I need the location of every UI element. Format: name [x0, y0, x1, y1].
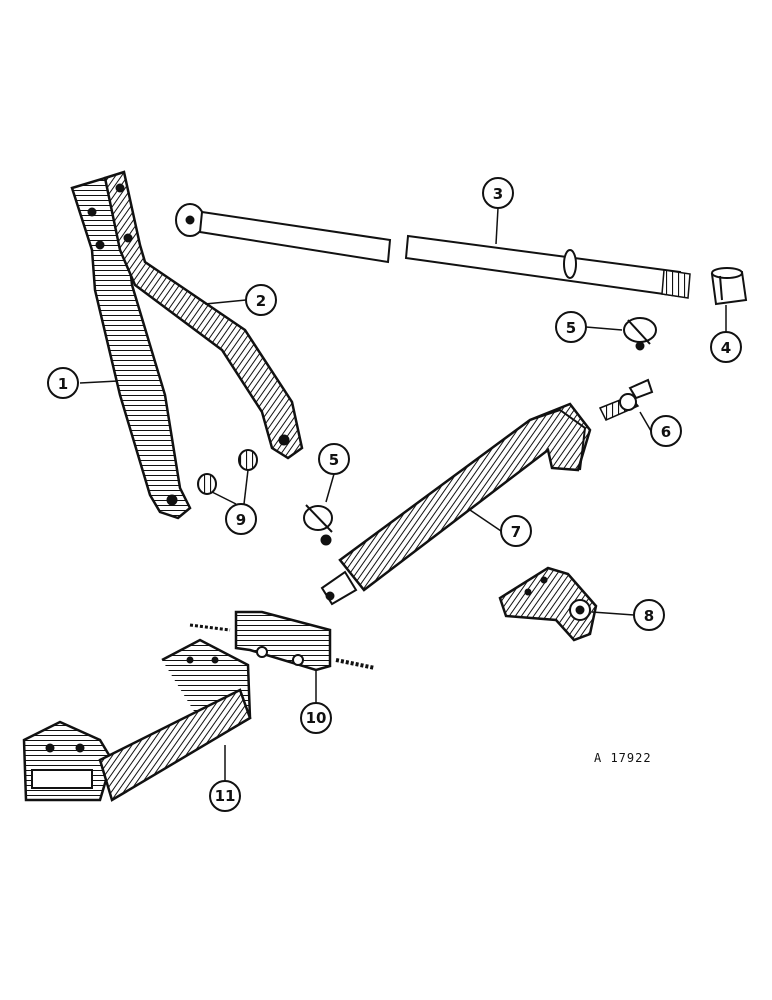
callout-circle — [710, 331, 742, 363]
drawbar — [320, 402, 592, 606]
callout-11: 11 — [215, 787, 236, 805]
callout-3: 3 — [493, 185, 503, 203]
top-link-rod — [175, 203, 691, 299]
sleeve — [710, 267, 748, 306]
callout-4: 4 — [721, 339, 731, 357]
linch-pin-lower — [303, 504, 333, 546]
callout-7: 7 — [511, 523, 521, 541]
callouts: 1 2 3 4 5 5 6 7 8 9 — [47, 177, 742, 812]
callout-8: 8 — [644, 607, 654, 625]
callout-2: 2 — [256, 292, 266, 310]
bushing — [197, 449, 258, 495]
callout-circle — [225, 503, 257, 535]
callout-10: 10 — [306, 709, 327, 727]
callout-circle — [555, 311, 587, 343]
callout-circle — [650, 415, 682, 447]
reference-code: A 17922 — [594, 751, 652, 765]
callout-circle — [500, 515, 532, 547]
bracket — [498, 566, 598, 642]
callout-circle — [482, 177, 514, 209]
support-frame — [22, 638, 252, 802]
callout-1: 1 — [58, 375, 68, 393]
callout-circle — [633, 599, 665, 631]
callout-circle — [47, 367, 79, 399]
callout-circle — [318, 443, 350, 475]
callout-circle — [209, 780, 241, 812]
callout-5-lower: 5 — [329, 451, 339, 469]
callout-circle — [245, 284, 277, 316]
lower-link-right — [103, 170, 304, 460]
clamp-plate — [189, 610, 376, 672]
callout-6: 6 — [661, 423, 671, 441]
callout-circle — [300, 702, 332, 734]
stud — [598, 378, 654, 421]
linch-pin-upper — [623, 317, 657, 351]
callout-5-upper: 5 — [566, 319, 576, 337]
callout-9: 9 — [236, 511, 246, 529]
